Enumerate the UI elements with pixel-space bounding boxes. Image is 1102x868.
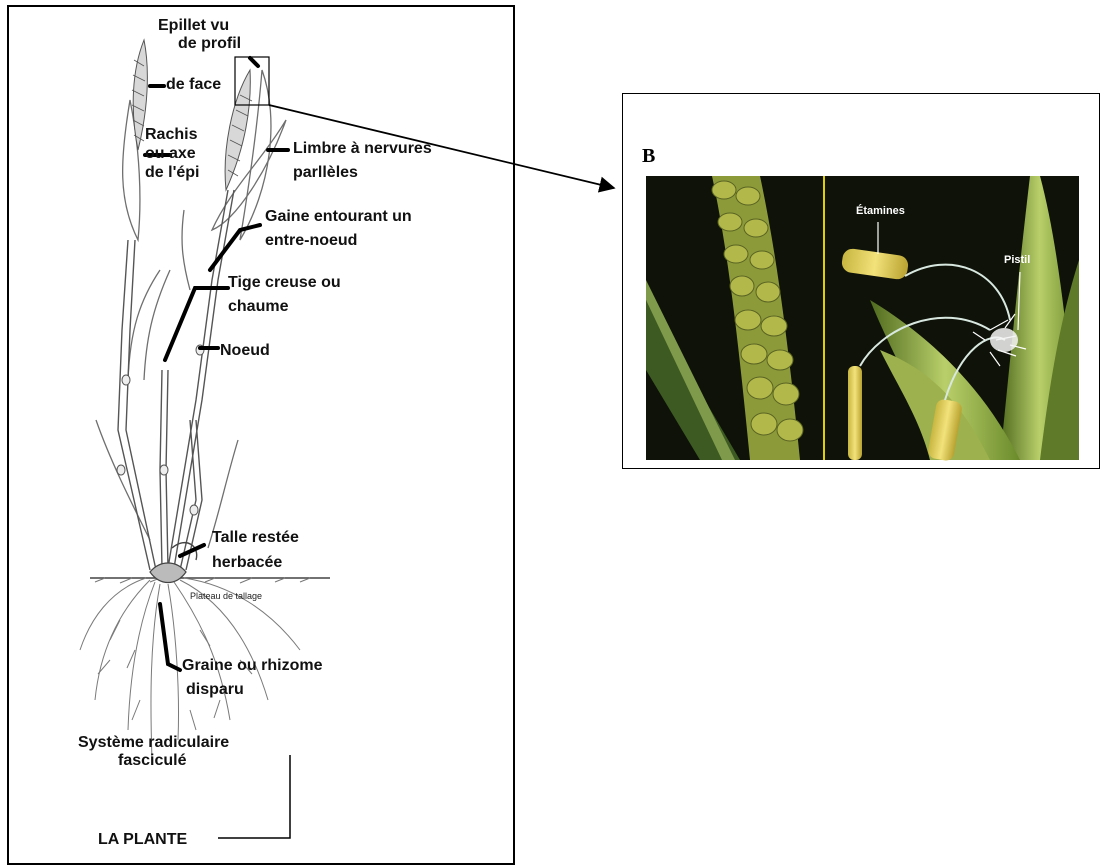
label-pistil: Pistil bbox=[1004, 254, 1030, 266]
label-systeme: Système radiculaire bbox=[78, 733, 229, 752]
label-chaume: chaume bbox=[228, 297, 288, 316]
label-gaine: Gaine entourant un bbox=[265, 207, 412, 226]
label-tige: Tige creuse ou bbox=[228, 273, 341, 292]
label-talle: Talle restée bbox=[212, 528, 299, 547]
label-ou-axe: ou axe bbox=[145, 144, 196, 163]
label-etamines: Étamines bbox=[856, 205, 905, 217]
label-fascicule: fasciculé bbox=[118, 751, 186, 770]
label-de-face: de face bbox=[166, 75, 221, 94]
stems bbox=[118, 190, 234, 570]
label-herbacee: herbacée bbox=[212, 553, 282, 572]
label-la-plante: LA PLANTE bbox=[98, 830, 187, 849]
plant-bracket bbox=[218, 755, 290, 838]
label-disparu: disparu bbox=[186, 680, 244, 699]
label-plateau: Plateau de tallage bbox=[190, 591, 262, 602]
panel-letter: B bbox=[642, 145, 655, 168]
label-entre-noeud: entre-noeud bbox=[265, 231, 357, 250]
label-de-lepi: de l'épi bbox=[145, 163, 199, 182]
label-rachis: Rachis bbox=[145, 125, 197, 144]
label-graine: Graine ou rhizome bbox=[182, 656, 322, 675]
label-de-profil: de profil bbox=[178, 34, 241, 53]
label-limbre: Limbre à nervures bbox=[293, 139, 432, 158]
label-parlleles: parllèles bbox=[293, 163, 358, 182]
label-epillet: Epillet vu bbox=[158, 16, 229, 35]
label-noeud: Noeud bbox=[220, 341, 270, 360]
